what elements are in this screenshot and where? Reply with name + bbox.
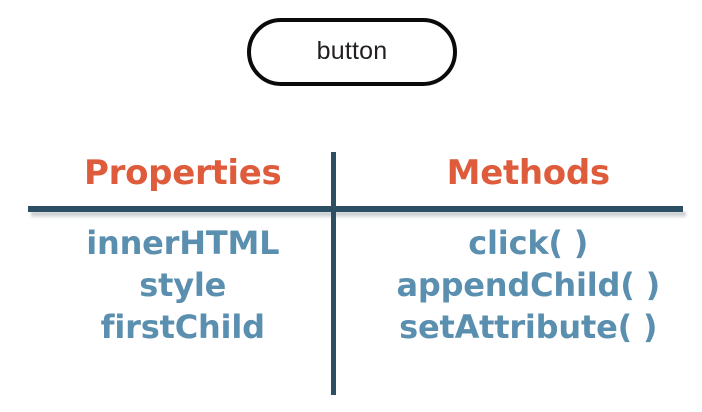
- list-item: appendChild( ): [396, 266, 661, 305]
- list-item: click( ): [468, 224, 589, 262]
- column-list-properties: innerHTML style firstChild: [28, 222, 362, 397]
- column-header-methods-label: Methods: [446, 153, 610, 193]
- horizontal-rule-shadow: [31, 212, 686, 218]
- vertical-divider-rule: [331, 152, 336, 395]
- table-body-row: innerHTML style firstChild click( ) appe…: [28, 222, 683, 397]
- list-item: firstChild: [100, 308, 265, 347]
- dom-node-pill: button: [247, 18, 457, 86]
- dom-node-label: button: [316, 37, 388, 65]
- list-item: style: [139, 266, 227, 305]
- list-item: setAttribute( ): [399, 308, 658, 347]
- column-list-methods: click( ) appendChild( ) setAttribute( ): [362, 222, 684, 397]
- column-header-methods: Methods: [360, 140, 684, 206]
- column-header-properties: Properties: [28, 140, 360, 206]
- list-item: innerHTML: [86, 224, 280, 262]
- horizontal-divider-rule: [28, 206, 683, 212]
- properties-methods-table: Properties Methods innerHTML style first…: [0, 140, 702, 405]
- column-header-properties-label: Properties: [84, 153, 282, 193]
- table-header-row: Properties Methods: [28, 140, 683, 206]
